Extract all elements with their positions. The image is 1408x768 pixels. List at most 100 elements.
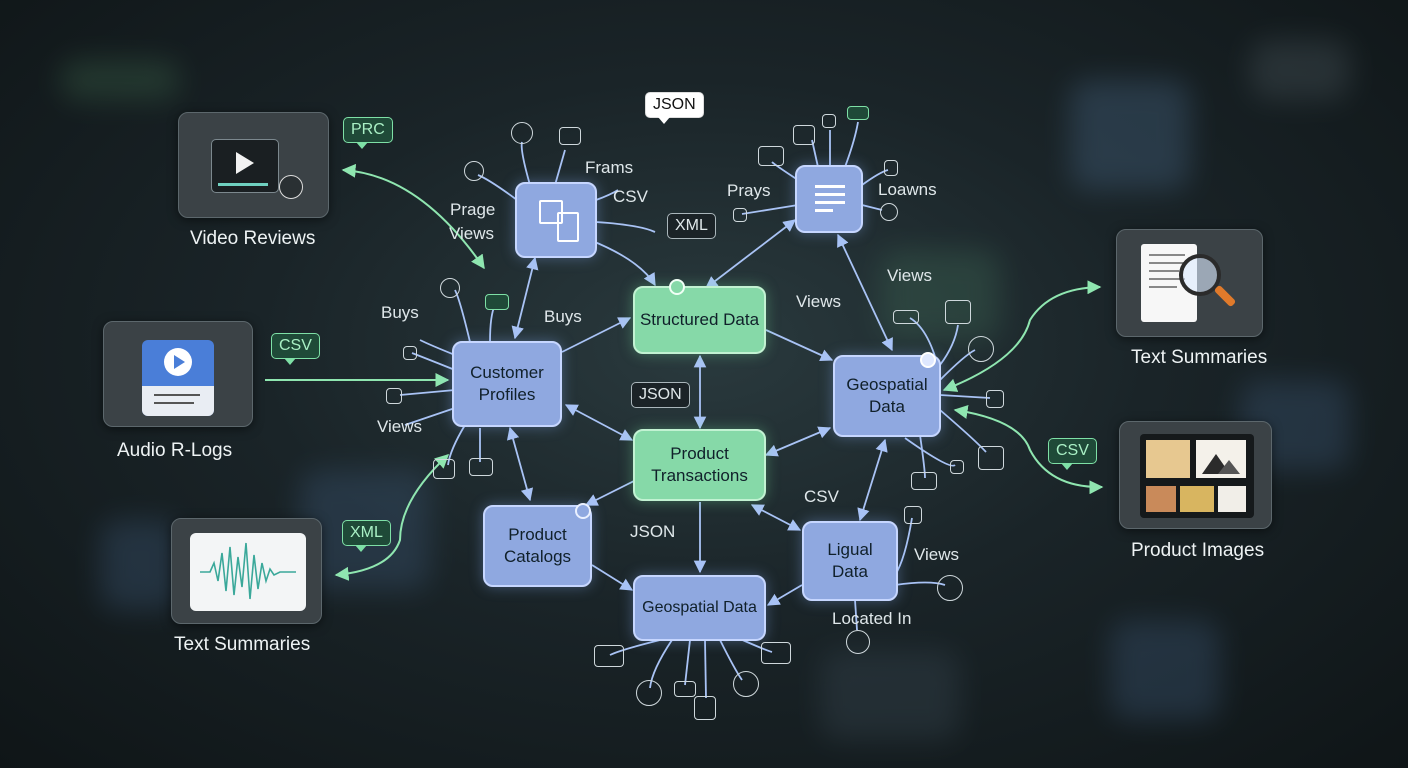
link-doc-geo — [837, 233, 893, 352]
customer-profiles-node[interactable]: Customer Profiles — [452, 341, 562, 427]
database-icon — [557, 212, 579, 242]
link-profiles-transactions — [564, 404, 634, 441]
link-transactions-lingual — [750, 504, 802, 531]
link-video-reviews — [341, 163, 485, 270]
keyboard-icon — [911, 472, 937, 490]
json-top-tag: JSON — [645, 92, 704, 124]
text-summaries-left-card[interactable] — [171, 518, 322, 624]
link-transactions-catalogs — [584, 477, 641, 506]
text-summaries-right-label: Text Summaries — [1131, 347, 1268, 368]
link-structured-geo — [765, 329, 834, 362]
views-top-label: Views — [449, 224, 495, 243]
product-images-label: Product Images — [1131, 540, 1265, 561]
mountain-icon — [945, 300, 971, 324]
xml-left-tag: XML — [342, 520, 391, 552]
background-blur — [1110, 620, 1220, 720]
video-icon — [761, 642, 791, 664]
product-images-card[interactable] — [1119, 421, 1272, 529]
storage-icon — [694, 696, 716, 720]
buys-left-label: Buys — [381, 303, 419, 322]
connector-dot — [575, 503, 591, 519]
background-blur — [1070, 80, 1190, 190]
link-profiles-structured — [561, 317, 632, 353]
pin-icon — [464, 161, 484, 181]
tag-icon — [733, 208, 747, 222]
csv-mid-label: CSV — [804, 487, 839, 506]
mountain-icon — [433, 459, 455, 479]
geospatial-data-right-node[interactable]: Geospatial Data — [833, 355, 941, 437]
prays-label: Prays — [727, 181, 771, 200]
play-circle-icon — [279, 175, 303, 199]
settings-icon — [880, 203, 898, 221]
data-flow-icon-node[interactable] — [515, 182, 597, 258]
file-icon — [904, 506, 922, 524]
mountain-icon — [978, 446, 1004, 470]
json-mid-label: JSON — [630, 522, 676, 541]
frams-label: Frams — [585, 158, 634, 177]
link-profiles-catalogs — [506, 426, 534, 502]
square-icon — [822, 114, 836, 128]
link-lingual-geobottom — [766, 584, 803, 606]
geospatial-data-bottom-node[interactable]: Geospatial Data — [633, 575, 766, 641]
map-pin-icon — [594, 645, 624, 667]
mountain-icon — [758, 146, 784, 166]
ticket-icon — [674, 681, 696, 697]
link-frams-profiles — [511, 256, 539, 340]
camera-icon — [846, 630, 870, 654]
link-text-summaries-left — [334, 454, 450, 581]
link-text-summaries-right — [942, 280, 1102, 392]
views-left-label: Views — [377, 417, 423, 436]
file-icon — [884, 160, 898, 176]
document-icon-node[interactable] — [795, 165, 863, 233]
chat-icon — [847, 106, 869, 120]
link-frams-structured — [589, 239, 656, 287]
video-player-icon — [211, 139, 279, 193]
location-icon — [968, 336, 994, 362]
link-doc-structured — [704, 219, 797, 289]
xml-center-tag: XML — [667, 213, 716, 239]
audio-logs-card[interactable] — [103, 321, 253, 427]
views-right-label: Views — [887, 266, 933, 285]
keyboard-icon — [469, 458, 493, 476]
located-in-label: Located In — [832, 609, 912, 628]
csv-top-label: CSV — [613, 187, 648, 206]
card-icon — [559, 127, 581, 145]
prage-label: Prage — [450, 200, 496, 219]
buys-mid-label: Buys — [544, 307, 582, 326]
views-lower-label: Views — [914, 545, 960, 564]
json-center-tag: JSON — [631, 382, 690, 408]
product-catalogs-node[interactable]: Product Catalogs — [483, 505, 592, 587]
link-product-images — [953, 405, 1104, 495]
video-reviews-card[interactable] — [178, 112, 329, 218]
text-summaries-right-card[interactable] — [1116, 229, 1263, 337]
product-transactions-node[interactable]: Product Transactions — [633, 429, 766, 501]
image-gallery-icon — [1140, 434, 1254, 518]
connector-dot — [920, 352, 936, 368]
link-catalogs-geobottom — [591, 564, 634, 591]
views-mid-label: Views — [796, 292, 842, 311]
square-icon — [950, 460, 964, 474]
structured-data-node[interactable]: Structured Data — [633, 286, 766, 354]
record-icon — [733, 671, 759, 697]
background-blur — [60, 60, 180, 100]
image-icon — [793, 125, 815, 145]
magnifier-handle — [1213, 284, 1237, 308]
audio-logs-label: Audio R-Logs — [117, 440, 233, 461]
background-blur — [820, 650, 960, 740]
background-blur — [100, 520, 180, 610]
video-reviews-label: Video Reviews — [190, 228, 316, 249]
link-transactions-geo — [764, 426, 832, 457]
link-geo-lingual — [857, 438, 888, 522]
key-icon — [937, 575, 963, 601]
message-icon — [485, 294, 509, 310]
target-icon — [511, 122, 533, 144]
badge-icon — [893, 310, 919, 324]
link-icon — [440, 278, 460, 298]
star-icon — [986, 390, 1004, 408]
waveform-icon — [190, 533, 306, 611]
text-summaries-left-label: Text Summaries — [174, 634, 311, 655]
location-icon — [636, 680, 662, 706]
magnifier-icon — [1179, 254, 1221, 296]
lingual-data-node[interactable]: Ligual Data — [802, 521, 898, 601]
